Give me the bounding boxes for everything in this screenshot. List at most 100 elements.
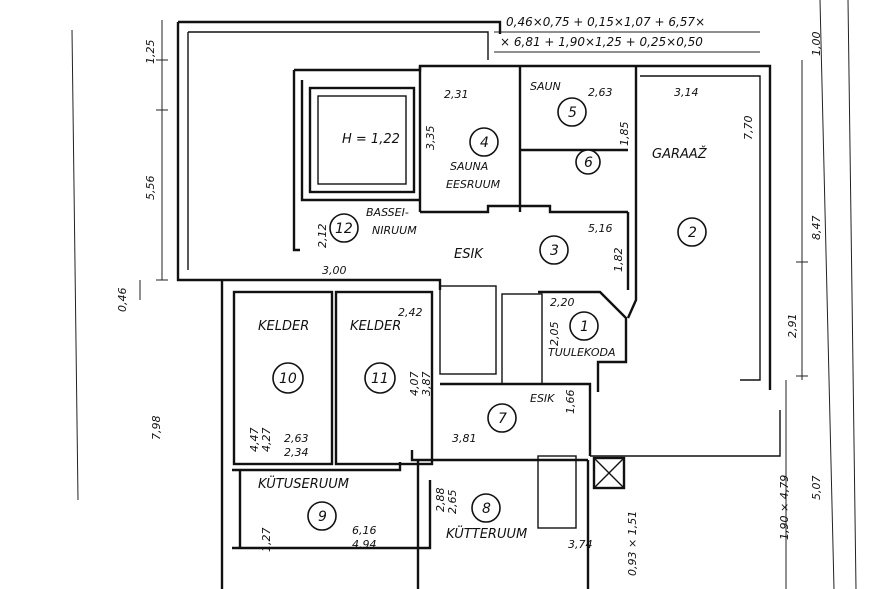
room-2-name: GARAAŽ — [652, 146, 708, 162]
room-5-marker — [557, 97, 587, 127]
room-4-marker — [469, 127, 499, 157]
dim-427: 4,27 — [260, 428, 273, 453]
sheet-edge-left — [71, 29, 79, 501]
boiler-unit — [537, 455, 577, 529]
dim-205: 2,05 — [548, 322, 561, 347]
dim-127: 1,27 — [260, 528, 273, 553]
chimney — [592, 456, 626, 490]
dim-182: 1,82 — [612, 248, 625, 273]
room-10-number: 10 — [279, 371, 297, 387]
room-9-name: KÜTUSERUUM — [258, 475, 349, 492]
room-12-name-2: NIRUUM — [372, 224, 417, 237]
dim-185: 1,85 — [618, 122, 631, 147]
dim-291: 2,91 — [786, 314, 799, 339]
pool-inner — [317, 95, 407, 185]
room-8-name: KÜTTERUUM — [446, 525, 527, 542]
room-4-name-2: EESRUUM — [446, 178, 501, 191]
room-3-number: 3 — [550, 243, 559, 259]
room-11-marker — [364, 362, 396, 394]
pool-outer — [308, 86, 416, 194]
room-9-number: 9 — [318, 509, 327, 525]
room-8-marker — [471, 493, 501, 523]
room-3-marker — [539, 235, 569, 265]
dim-374: 3,74 — [568, 538, 593, 551]
pool-depth-label: H = 1,22 — [342, 132, 400, 147]
room-1-name: TUULEKODA — [548, 346, 615, 359]
area-formula-line2: × 6,81 + 1,90×1,25 + 0,25×0,50 — [500, 35, 703, 49]
dim-407: 4,07 — [408, 372, 421, 397]
room-9-marker — [307, 501, 337, 531]
room-12-marker — [329, 213, 359, 243]
dim-265: 2,65 — [446, 490, 459, 515]
dim-220: 2,20 — [550, 296, 575, 309]
stair-left — [439, 285, 497, 375]
dim-314: 3,14 — [674, 86, 699, 99]
room-8-number: 8 — [482, 501, 491, 517]
dim-387: 3,87 — [420, 372, 433, 397]
dim-190x479: 1,90 × 4,79 — [778, 475, 791, 540]
sheet-edge-right-2 — [847, 0, 857, 589]
dim-100: 1,00 — [810, 32, 823, 57]
dim-288: 2,88 — [434, 488, 447, 513]
room-5-number: 5 — [568, 105, 577, 121]
room-11-number: 11 — [371, 371, 389, 387]
room-4-name-1: SAUNA — [450, 160, 488, 173]
wall-hall7 — [440, 382, 592, 456]
pool-terrace-inner — [187, 31, 489, 270]
wall-cellar-north — [222, 278, 442, 290]
room-3-name: ESIK — [454, 247, 484, 262]
room-markers: 1 2 3 4 5 6 7 8 9 10 11 12 — [272, 97, 707, 531]
room-10-marker — [272, 362, 304, 394]
terrace-east — [590, 410, 781, 457]
cellar-10-outline — [232, 290, 334, 466]
dim-263a: 2,63 — [588, 86, 613, 99]
dim-234: 2,34 — [284, 446, 309, 459]
dim-263b: 2,63 — [284, 432, 309, 445]
dim-166: 1,66 — [564, 390, 577, 415]
dim-516: 5,16 — [588, 222, 613, 235]
area-formula-line1: 0,46×0,75 + 0,15×1,07 + 6,57× — [506, 15, 705, 29]
formula-underline — [494, 31, 760, 53]
wall-pool-inner — [300, 80, 420, 202]
left-dimension-line — [156, 20, 168, 281]
wall-pool-west — [292, 70, 300, 252]
dim-335: 3,35 — [424, 126, 437, 151]
room-2-marker — [677, 217, 707, 247]
staircase — [439, 285, 543, 385]
dim-093x151: 0,93 × 1,51 — [626, 511, 639, 576]
dim-242: 2,42 — [398, 306, 423, 319]
room-10-name: KELDER — [258, 319, 309, 334]
room-1-number: 1 — [580, 319, 589, 335]
dim-494: 4,94 — [352, 538, 377, 551]
dim-507: 5,07 — [810, 476, 823, 501]
dim-447: 4,47 — [248, 428, 261, 453]
room-2-number: 2 — [688, 225, 697, 241]
dim-556: 5,56 — [144, 176, 157, 201]
dim-046: 0,46 — [116, 288, 129, 313]
cellar-11-outline — [334, 290, 434, 466]
wall-boiler-north — [410, 450, 588, 462]
wall-vestibule — [538, 290, 628, 392]
dim-381: 3,81 — [452, 432, 477, 445]
room-7-number: 7 — [498, 411, 507, 427]
garage-inner — [640, 75, 761, 381]
room-7-marker — [487, 403, 517, 433]
room-12-number: 12 — [335, 221, 353, 237]
right-dimension-line — [796, 60, 808, 380]
stair-right — [501, 293, 543, 385]
room-11-name: KELDER — [350, 319, 401, 334]
room-6-number: 6 — [584, 155, 593, 171]
room-12-name-1: BASSEI- — [366, 206, 409, 219]
room-6-marker — [575, 149, 601, 175]
wall-boiler-sides — [416, 460, 590, 589]
wall-fuel-north — [232, 462, 402, 472]
room-5-name: SAUN — [530, 80, 561, 93]
dim-847: 8,47 — [810, 216, 823, 241]
room-7-name: ESIK — [530, 392, 555, 405]
dim-798: 7,98 — [150, 416, 163, 441]
chimney-cross — [593, 457, 625, 489]
wall-sauna-south — [420, 204, 628, 214]
pool-terrace-outline — [176, 20, 502, 282]
